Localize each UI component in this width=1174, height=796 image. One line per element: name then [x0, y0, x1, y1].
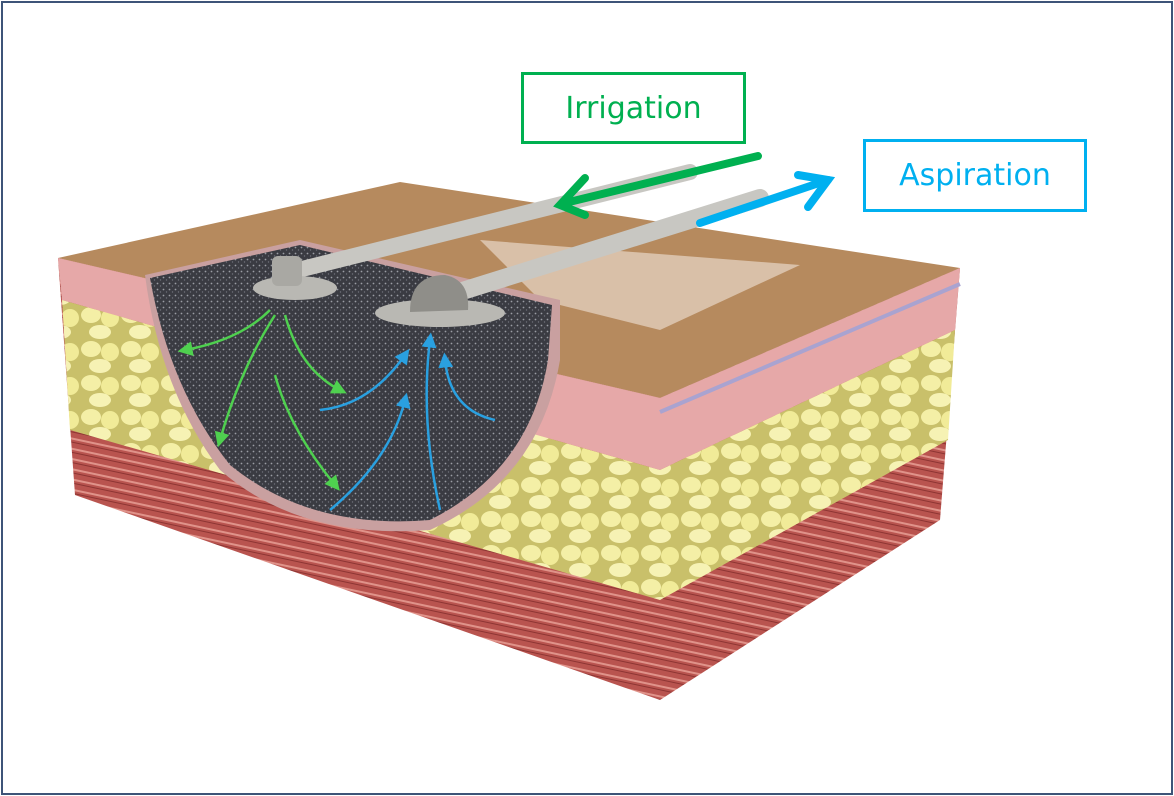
aspiration-tube: [375, 189, 769, 327]
aspiration-arrow: [696, 171, 836, 227]
aspiration-label: Aspiration: [863, 139, 1087, 212]
tissue-right-face: [659, 268, 961, 700]
irrigation-arrow: [553, 152, 762, 219]
aspiration-flow-arrows: [319, 332, 496, 511]
irrigation-label: Irrigation: [521, 72, 746, 144]
irrigation-flow-arrows: [177, 309, 347, 491]
